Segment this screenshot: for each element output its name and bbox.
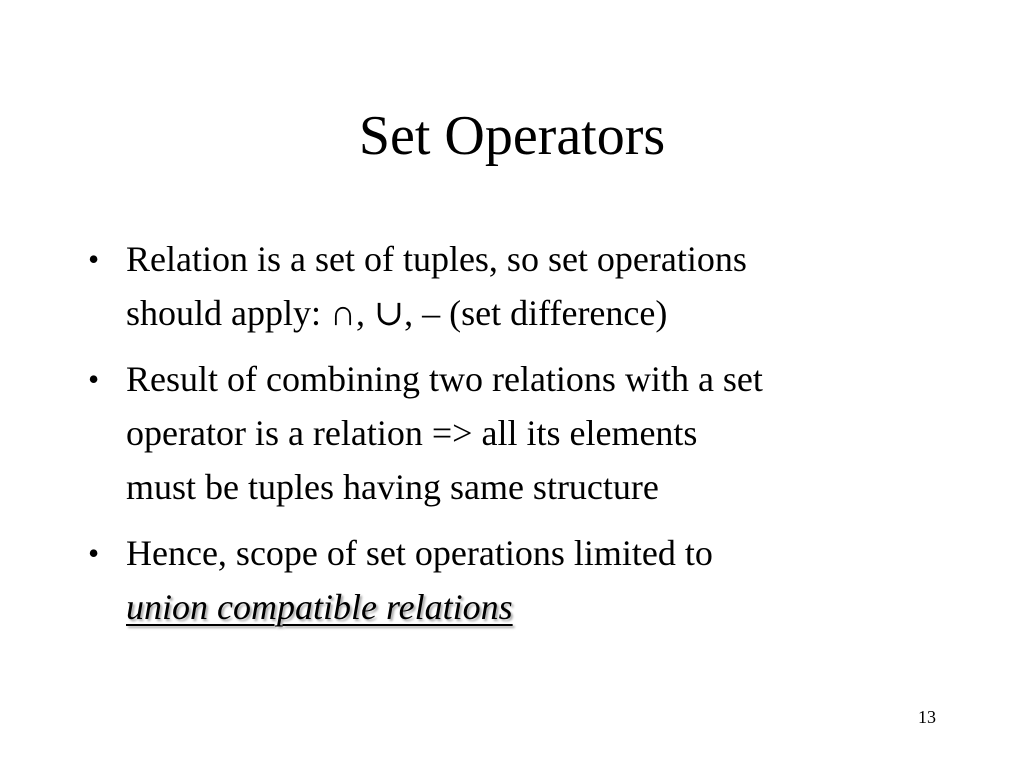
bullet-marker: • <box>88 361 100 397</box>
bullet-line: Hence, scope of set operations limited t… <box>126 533 713 573</box>
bullet-item-scope: • Hence, scope of set operations limited… <box>88 526 968 634</box>
bullet-item-relation-set: • Relation is a set of tuples, so set op… <box>88 232 968 340</box>
page-number: 13 <box>918 707 936 727</box>
bullet-line: should apply: ∩, ∪, – (set difference) <box>126 293 668 333</box>
bullet-item-result-combining: • Result of combining two relations with… <box>88 352 968 514</box>
slide-title: Set Operators <box>358 105 666 167</box>
bullet-marker: • <box>88 535 100 571</box>
bullet-line: must be tuples having same structure <box>126 467 659 507</box>
emphasized-term: union compatible relations <box>126 587 513 627</box>
bullet-marker: • <box>88 241 100 277</box>
bullet-line-emphasis: union compatible relations <box>126 580 968 634</box>
bullet-list: • Relation is a set of tuples, so set op… <box>88 232 968 646</box>
bullet-line: Result of combining two relations with a… <box>126 359 763 399</box>
bullet-line: operator is a relation => all its elemen… <box>126 413 698 453</box>
bullet-line: Relation is a set of tuples, so set oper… <box>126 239 747 279</box>
